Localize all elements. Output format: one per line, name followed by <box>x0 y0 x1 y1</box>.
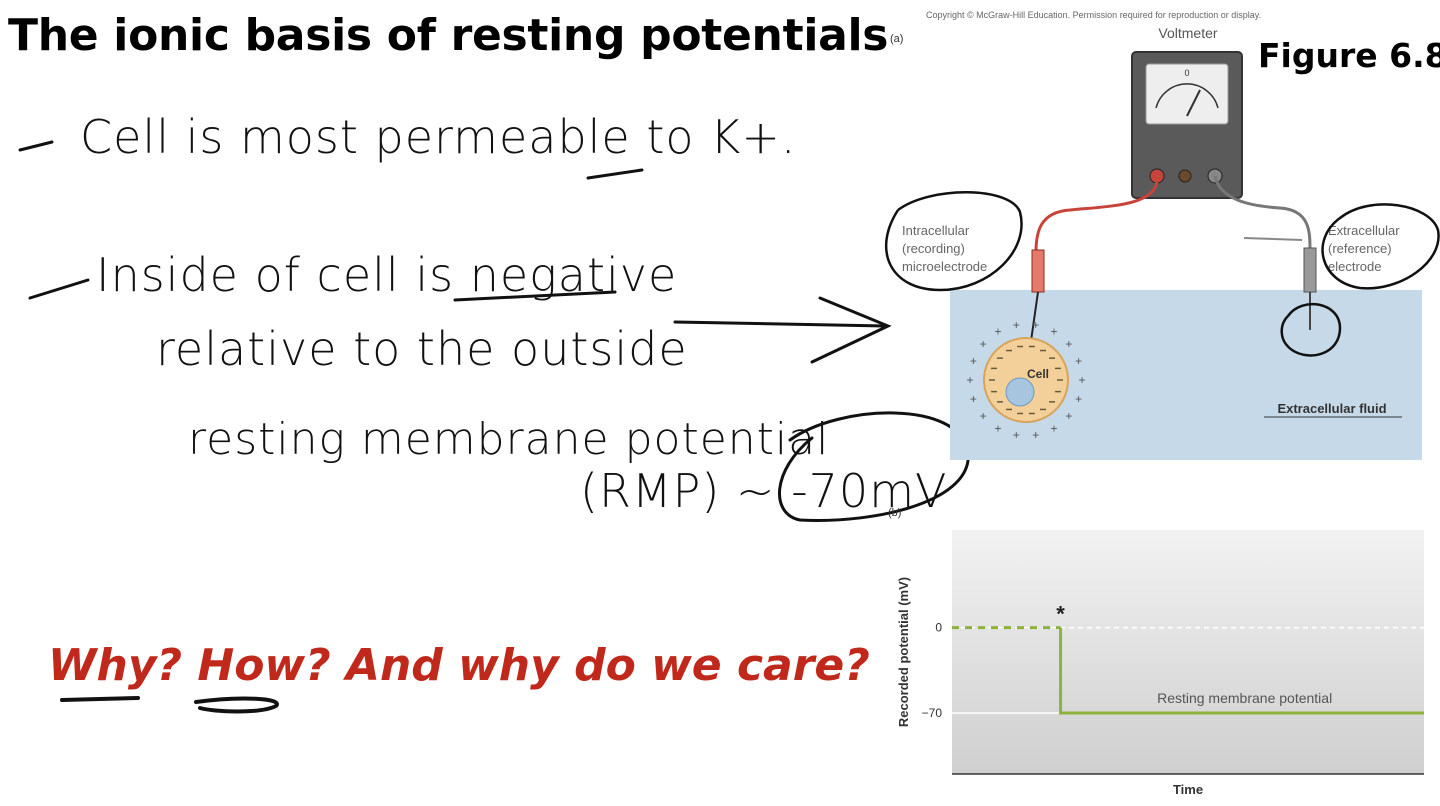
positive-charge-mark: + <box>1032 318 1039 332</box>
panel-label-b: (b) <box>888 507 901 519</box>
cell-nucleus <box>1005 377 1035 407</box>
extracellular-label-line-2: (reference) <box>1328 241 1392 256</box>
voltmeter-dial <box>1145 63 1229 125</box>
membrane-charges: ++++++++++++++++++ <box>966 318 1085 442</box>
positive-charge-mark: + <box>1075 392 1082 406</box>
circle-extracellular-label <box>1321 203 1440 290</box>
positive-charge-mark: + <box>1032 428 1039 442</box>
extracellular-label: Extracellular (reference) electrode <box>1328 223 1403 274</box>
figure-label: Figure 6.8 <box>1258 36 1440 75</box>
cell-label: Cell <box>1027 367 1049 381</box>
circle-intracellular-label <box>884 191 1023 292</box>
stimulus-marker: * <box>1056 602 1065 627</box>
underline-how <box>194 696 279 714</box>
note-permeable: Cell is most permeable to K+. <box>80 110 797 164</box>
circle-reference-tip <box>1280 302 1342 357</box>
voltmeter-label: Voltmeter <box>1158 25 1217 41</box>
intracellular-label: Intracellular (recording) microelectrode <box>902 223 987 274</box>
diagram-b-chart: (b) 0 −70 * Resting membrane potential Reco… <box>888 507 1424 797</box>
positive-charge-mark: + <box>970 392 977 406</box>
intracellular-electrode-holder <box>1031 249 1045 293</box>
bullet-dash-2 <box>28 278 90 300</box>
positive-charge-mark: + <box>1050 421 1057 435</box>
dial-zero-glyph: 0 <box>1184 68 1189 78</box>
panel-label-a: (a) <box>890 33 903 45</box>
wire-red <box>1034 175 1159 253</box>
y-axis-label: Recorded potential (mV) <box>896 577 911 727</box>
wire-gray <box>1213 175 1312 251</box>
positive-charge-mark: + <box>994 421 1001 435</box>
series-line-2 <box>1059 627 1424 715</box>
extracellular-label-line-3: electrode <box>1328 259 1381 274</box>
question-text: Why? How? And why do we care? <box>48 640 870 691</box>
intracellular-label-line-1: Intracellular <box>902 223 970 238</box>
y-tick-label: −70 <box>922 706 943 720</box>
positive-charge-mark: + <box>966 373 973 387</box>
underline-negative <box>453 290 617 302</box>
dial-arc <box>1155 83 1219 109</box>
note-rmp-value: (RMP) ~ -70mV <box>580 464 948 518</box>
positive-charge-mark: + <box>1013 318 1020 332</box>
note-relative-outside: relative to the outside <box>156 322 688 376</box>
extracellular-label-line-1: Extracellular <box>1328 223 1400 238</box>
rmp-annotation: Resting membrane potential <box>1157 690 1332 706</box>
chart-layer: 0 −70 * Resting membrane potential <box>922 602 1424 775</box>
note-rmp: resting membrane potential <box>188 414 830 465</box>
positive-charge-mark: + <box>970 354 977 368</box>
intracellular-label-line-3: microelectrode <box>902 259 987 274</box>
plot-background <box>952 530 1424 774</box>
reference-electrode-holder <box>1303 247 1317 293</box>
positive-charge-mark: + <box>1065 409 1072 423</box>
underline-why <box>60 696 140 702</box>
diagram-a: (a) Voltmeter 0 Cell ++++++++++++++++++ … <box>884 25 1440 460</box>
positive-charge-mark: + <box>980 337 987 351</box>
slide-title: The ionic basis of resting potentials <box>8 10 889 61</box>
positive-charge-mark: + <box>980 409 987 423</box>
circle-value <box>778 411 970 522</box>
fluid-label: Extracellular fluid <box>1277 401 1386 416</box>
intracellular-label-line-2: (recording) <box>902 241 965 256</box>
copyright-notice: Copyright © McGraw-Hill Education. Permi… <box>926 10 1262 20</box>
terminal-middle <box>1178 169 1192 183</box>
y-tick-label: 0 <box>935 621 942 635</box>
dial-needle <box>1186 89 1201 117</box>
bullet-dash-1 <box>18 140 54 152</box>
positive-charge-mark: + <box>1075 354 1082 368</box>
positive-charge-mark: + <box>1013 428 1020 442</box>
arrow-shaft <box>673 320 887 328</box>
arrow-head <box>810 296 892 364</box>
positive-charge-mark: + <box>1065 337 1072 351</box>
positive-charge-mark: + <box>1078 373 1085 387</box>
x-axis-label: Time <box>1173 782 1203 797</box>
positive-charge-mark: + <box>994 325 1001 339</box>
reference-wire-tail <box>1243 237 1303 241</box>
underline-k <box>586 168 644 180</box>
positive-charge-mark: + <box>1050 325 1057 339</box>
